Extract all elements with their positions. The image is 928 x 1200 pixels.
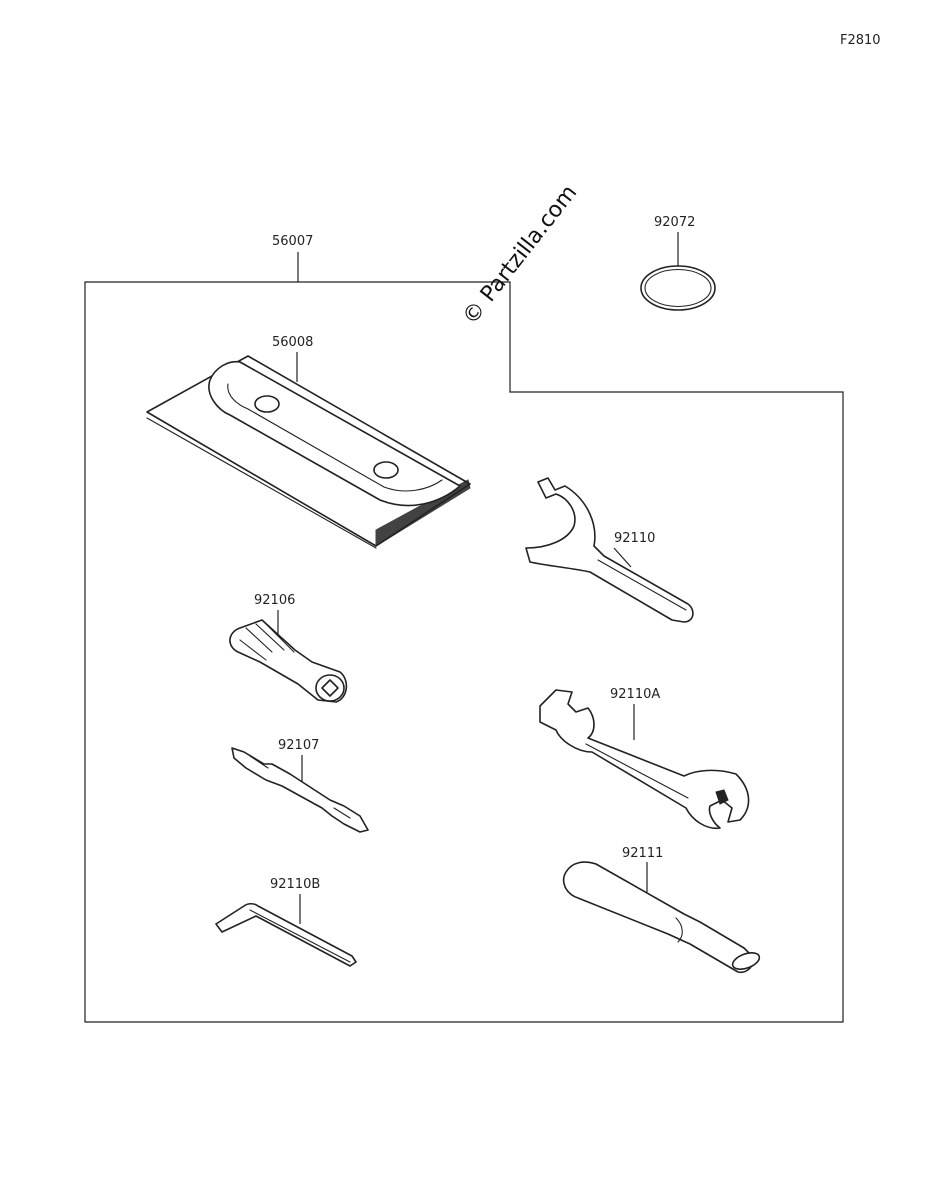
screwdriver-drawing bbox=[231, 747, 369, 833]
socket-wrench-drawing bbox=[229, 619, 348, 703]
hook-wrench-leader bbox=[613, 547, 632, 568]
figure-code: F2810 bbox=[840, 33, 881, 48]
tool-kit-label[interactable]: 56007 bbox=[272, 234, 313, 249]
tool-bag-label[interactable]: 56008 bbox=[272, 335, 313, 350]
o-ring-drawing bbox=[640, 265, 716, 311]
o-ring-label[interactable]: 92072 bbox=[654, 215, 695, 230]
tool-bag-drawing bbox=[146, 355, 471, 549]
hook-wrench-drawing bbox=[525, 477, 694, 623]
open-wrench-label[interactable]: 92110A bbox=[610, 687, 660, 702]
tool-kit-outline bbox=[84, 281, 844, 1023]
hex-wrench-label[interactable]: 92110B bbox=[270, 877, 320, 892]
hook-wrench-label[interactable]: 92110 bbox=[614, 531, 655, 546]
plug-wrench-handle-drawing bbox=[562, 861, 761, 974]
open-wrench-drawing bbox=[539, 689, 750, 830]
socket-wrench-label[interactable]: 92106 bbox=[254, 593, 295, 608]
watermark: © Partzilla.com bbox=[458, 181, 582, 330]
plug-wrench-handle-label[interactable]: 92111 bbox=[622, 846, 663, 861]
screwdriver-label[interactable]: 92107 bbox=[278, 738, 319, 753]
hex-wrench-drawing bbox=[215, 902, 357, 967]
